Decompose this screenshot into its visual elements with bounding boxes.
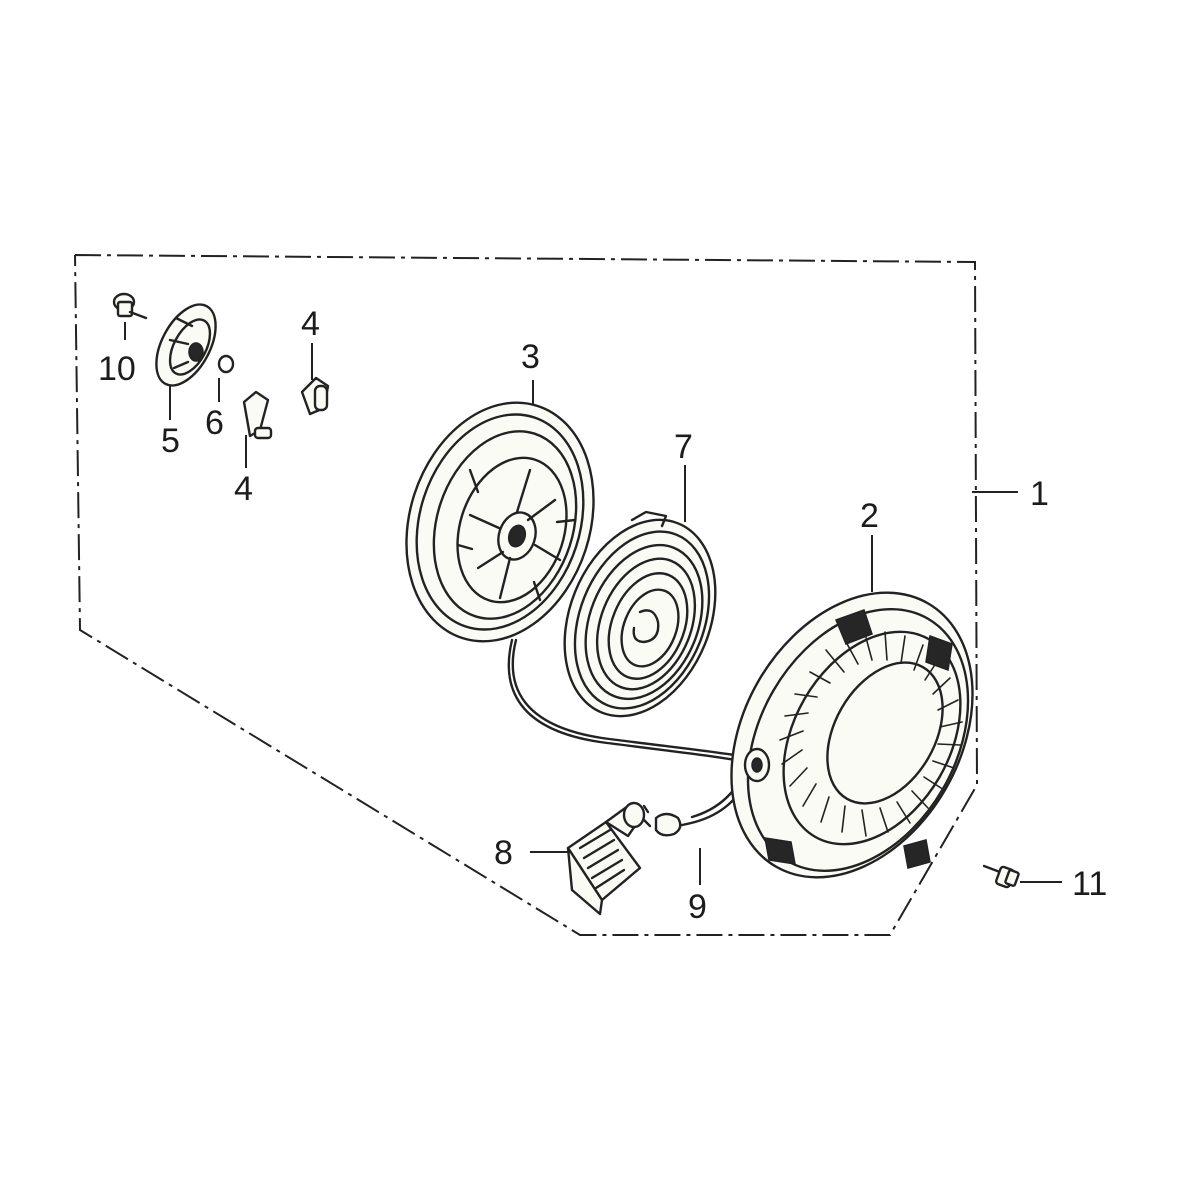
spring-clip-icon xyxy=(217,354,235,374)
recoil-spring-icon xyxy=(563,510,717,718)
callout-11: 11 xyxy=(1072,865,1107,903)
callout-labels: 1 2 3 4 4 5 6 7 8 9 10 11 xyxy=(98,305,1107,926)
flange-bolt-icon xyxy=(982,864,1020,889)
callout-6: 6 xyxy=(205,404,224,442)
callout-2: 2 xyxy=(860,497,879,535)
callout-3: 3 xyxy=(521,338,540,376)
setting-bolt-icon xyxy=(112,292,148,320)
callout-8: 8 xyxy=(494,834,513,872)
callout-9: 9 xyxy=(688,888,707,926)
callout-7: 7 xyxy=(674,428,693,466)
leader-lines xyxy=(124,322,1062,885)
callout-1: 1 xyxy=(1030,475,1049,513)
starter-grip-icon xyxy=(566,801,646,916)
starter-rope-icon xyxy=(507,638,756,837)
ratchet-pawl-icon xyxy=(242,390,273,440)
callout-4-lower: 4 xyxy=(234,470,253,508)
callout-5: 5 xyxy=(161,422,180,460)
ratchet-pawl-icon xyxy=(300,376,330,416)
callout-4-upper: 4 xyxy=(301,305,320,343)
callout-10: 10 xyxy=(98,350,136,388)
assembly-boundary xyxy=(74,254,979,936)
friction-plate-icon xyxy=(155,303,217,387)
starter-case-icon xyxy=(730,591,974,879)
reel-pulley-icon xyxy=(405,401,595,643)
